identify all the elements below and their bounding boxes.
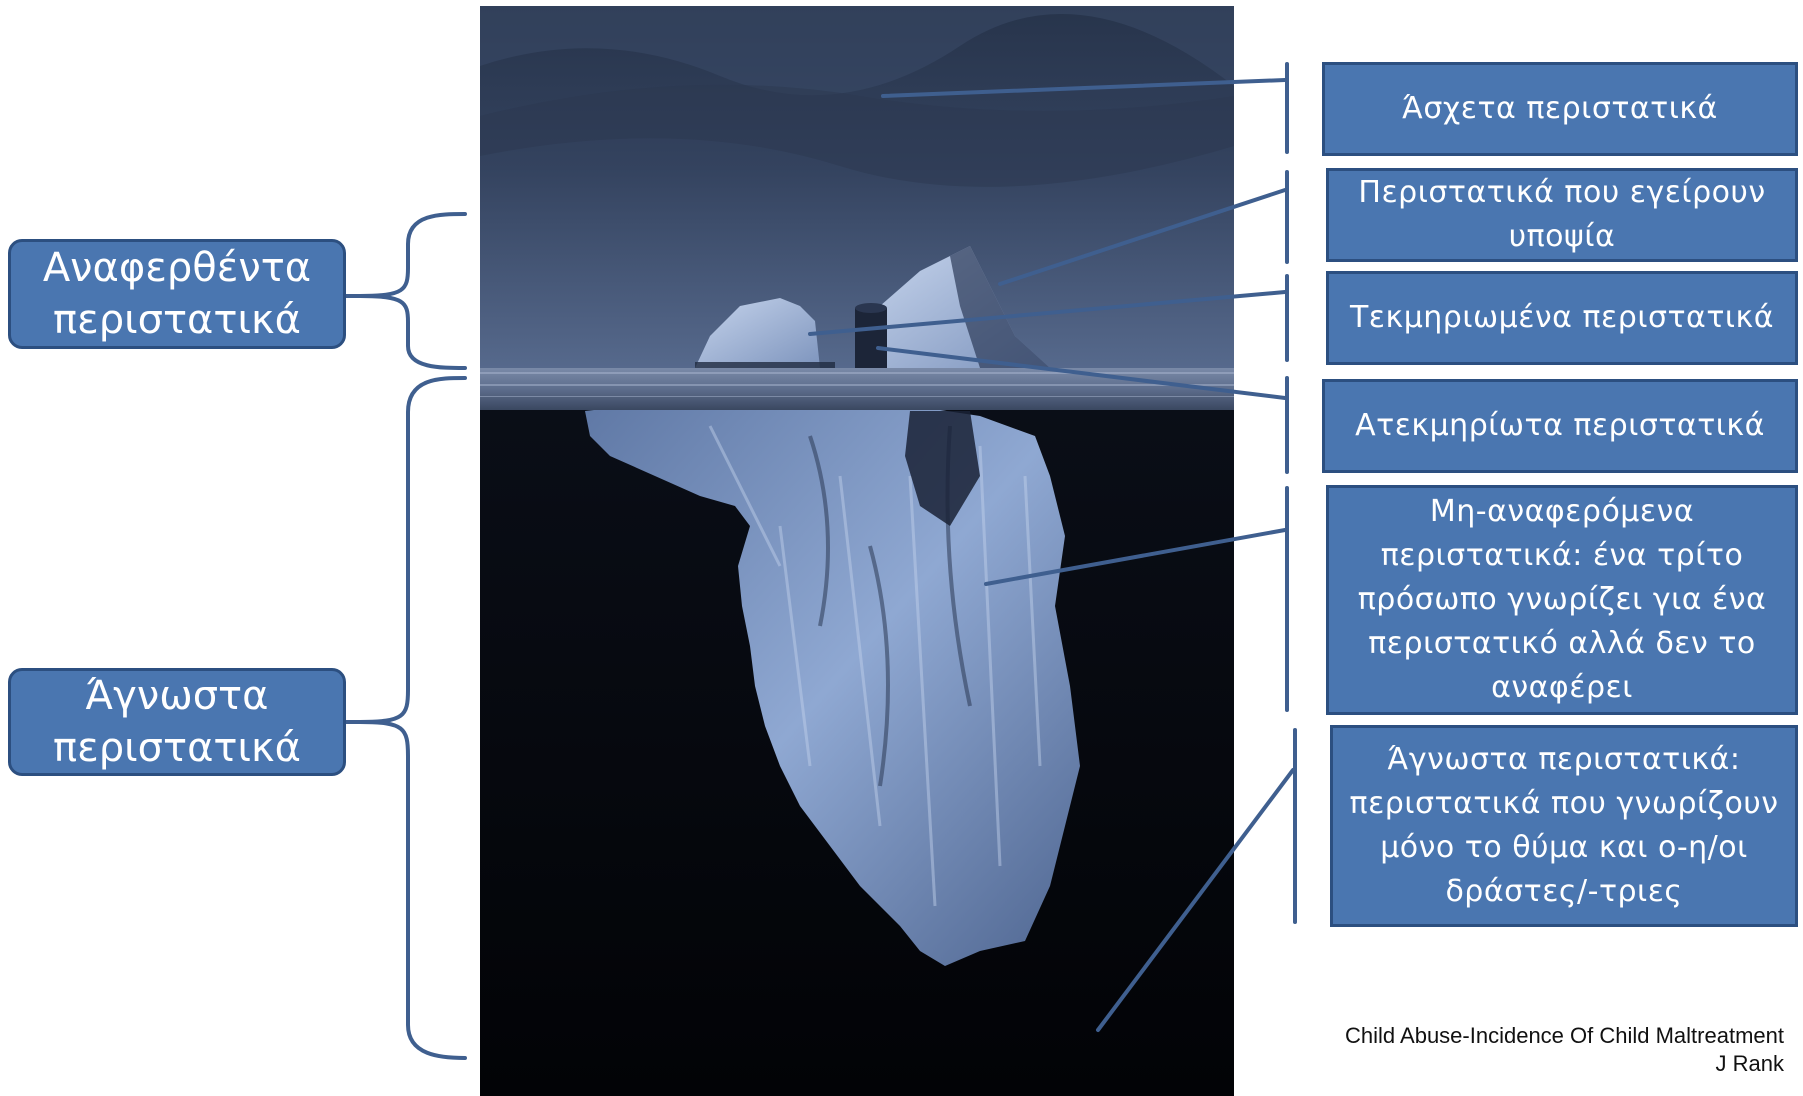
iceberg-photo: [480, 6, 1234, 1096]
brace-reported: [359, 212, 467, 370]
unknown-cases-detail-label: Άγνωστα περιστατικά: περιστατικά που γνω…: [1330, 725, 1798, 927]
unreported-cases-label: Μη-αναφερόμενα περιστατικά: ένα τρίτο πρ…: [1326, 485, 1798, 715]
unknown-cases-detail-text: Άγνωστα περιστατικά: περιστατικά που γνω…: [1349, 742, 1779, 909]
ice-tip-left: [695, 298, 820, 368]
unsubstantiated-cases-text: Ατεκμηρίωτα περιστατικά: [1355, 408, 1765, 443]
suspicious-cases-label: Περιστατικά που εγείρουν υποψία: [1326, 168, 1798, 262]
substantiated-cases-label: Τεκμηριωμένα περιστατικά: [1326, 271, 1798, 365]
sky-texture-2: [480, 84, 1234, 187]
water-surface: [480, 368, 1234, 410]
unknown-cases-text: Άγνωστα περιστατικά: [53, 673, 301, 771]
substantiated-cases-text: Τεκμηριωμένα περιστατικά: [1349, 300, 1774, 335]
reported-cases-text: Αναφερθέντα περιστατικά: [42, 245, 312, 343]
citation-line-2: J Rank: [1715, 1051, 1784, 1076]
ice-tip-pillar: [855, 308, 887, 368]
sky-texture: [480, 6, 1234, 96]
reported-cases-label: Αναφερθέντα περιστατικά: [8, 239, 346, 349]
ice-shadow: [905, 411, 980, 526]
unsubstantiated-cases-label: Ατεκμηρίωτα περιστατικά: [1322, 379, 1798, 473]
brace-unknown: [359, 376, 467, 1060]
source-citation: Child Abuse-Incidence Of Child Maltreatm…: [1345, 1022, 1784, 1078]
irrelevant-cases-label: Άσχετα περιστατικά: [1322, 62, 1798, 156]
citation-line-1: Child Abuse-Incidence Of Child Maltreatm…: [1345, 1023, 1784, 1048]
unreported-cases-text: Μη-αναφερόμενα περιστατικά: ένα τρίτο πρ…: [1357, 494, 1767, 705]
irrelevant-cases-text: Άσχετα περιστατικά: [1402, 91, 1718, 126]
unknown-cases-label: Άγνωστα περιστατικά: [8, 668, 346, 776]
suspicious-cases-text: Περιστατικά που εγείρουν υποψία: [1358, 175, 1766, 254]
underwater-ice: [585, 401, 1080, 966]
